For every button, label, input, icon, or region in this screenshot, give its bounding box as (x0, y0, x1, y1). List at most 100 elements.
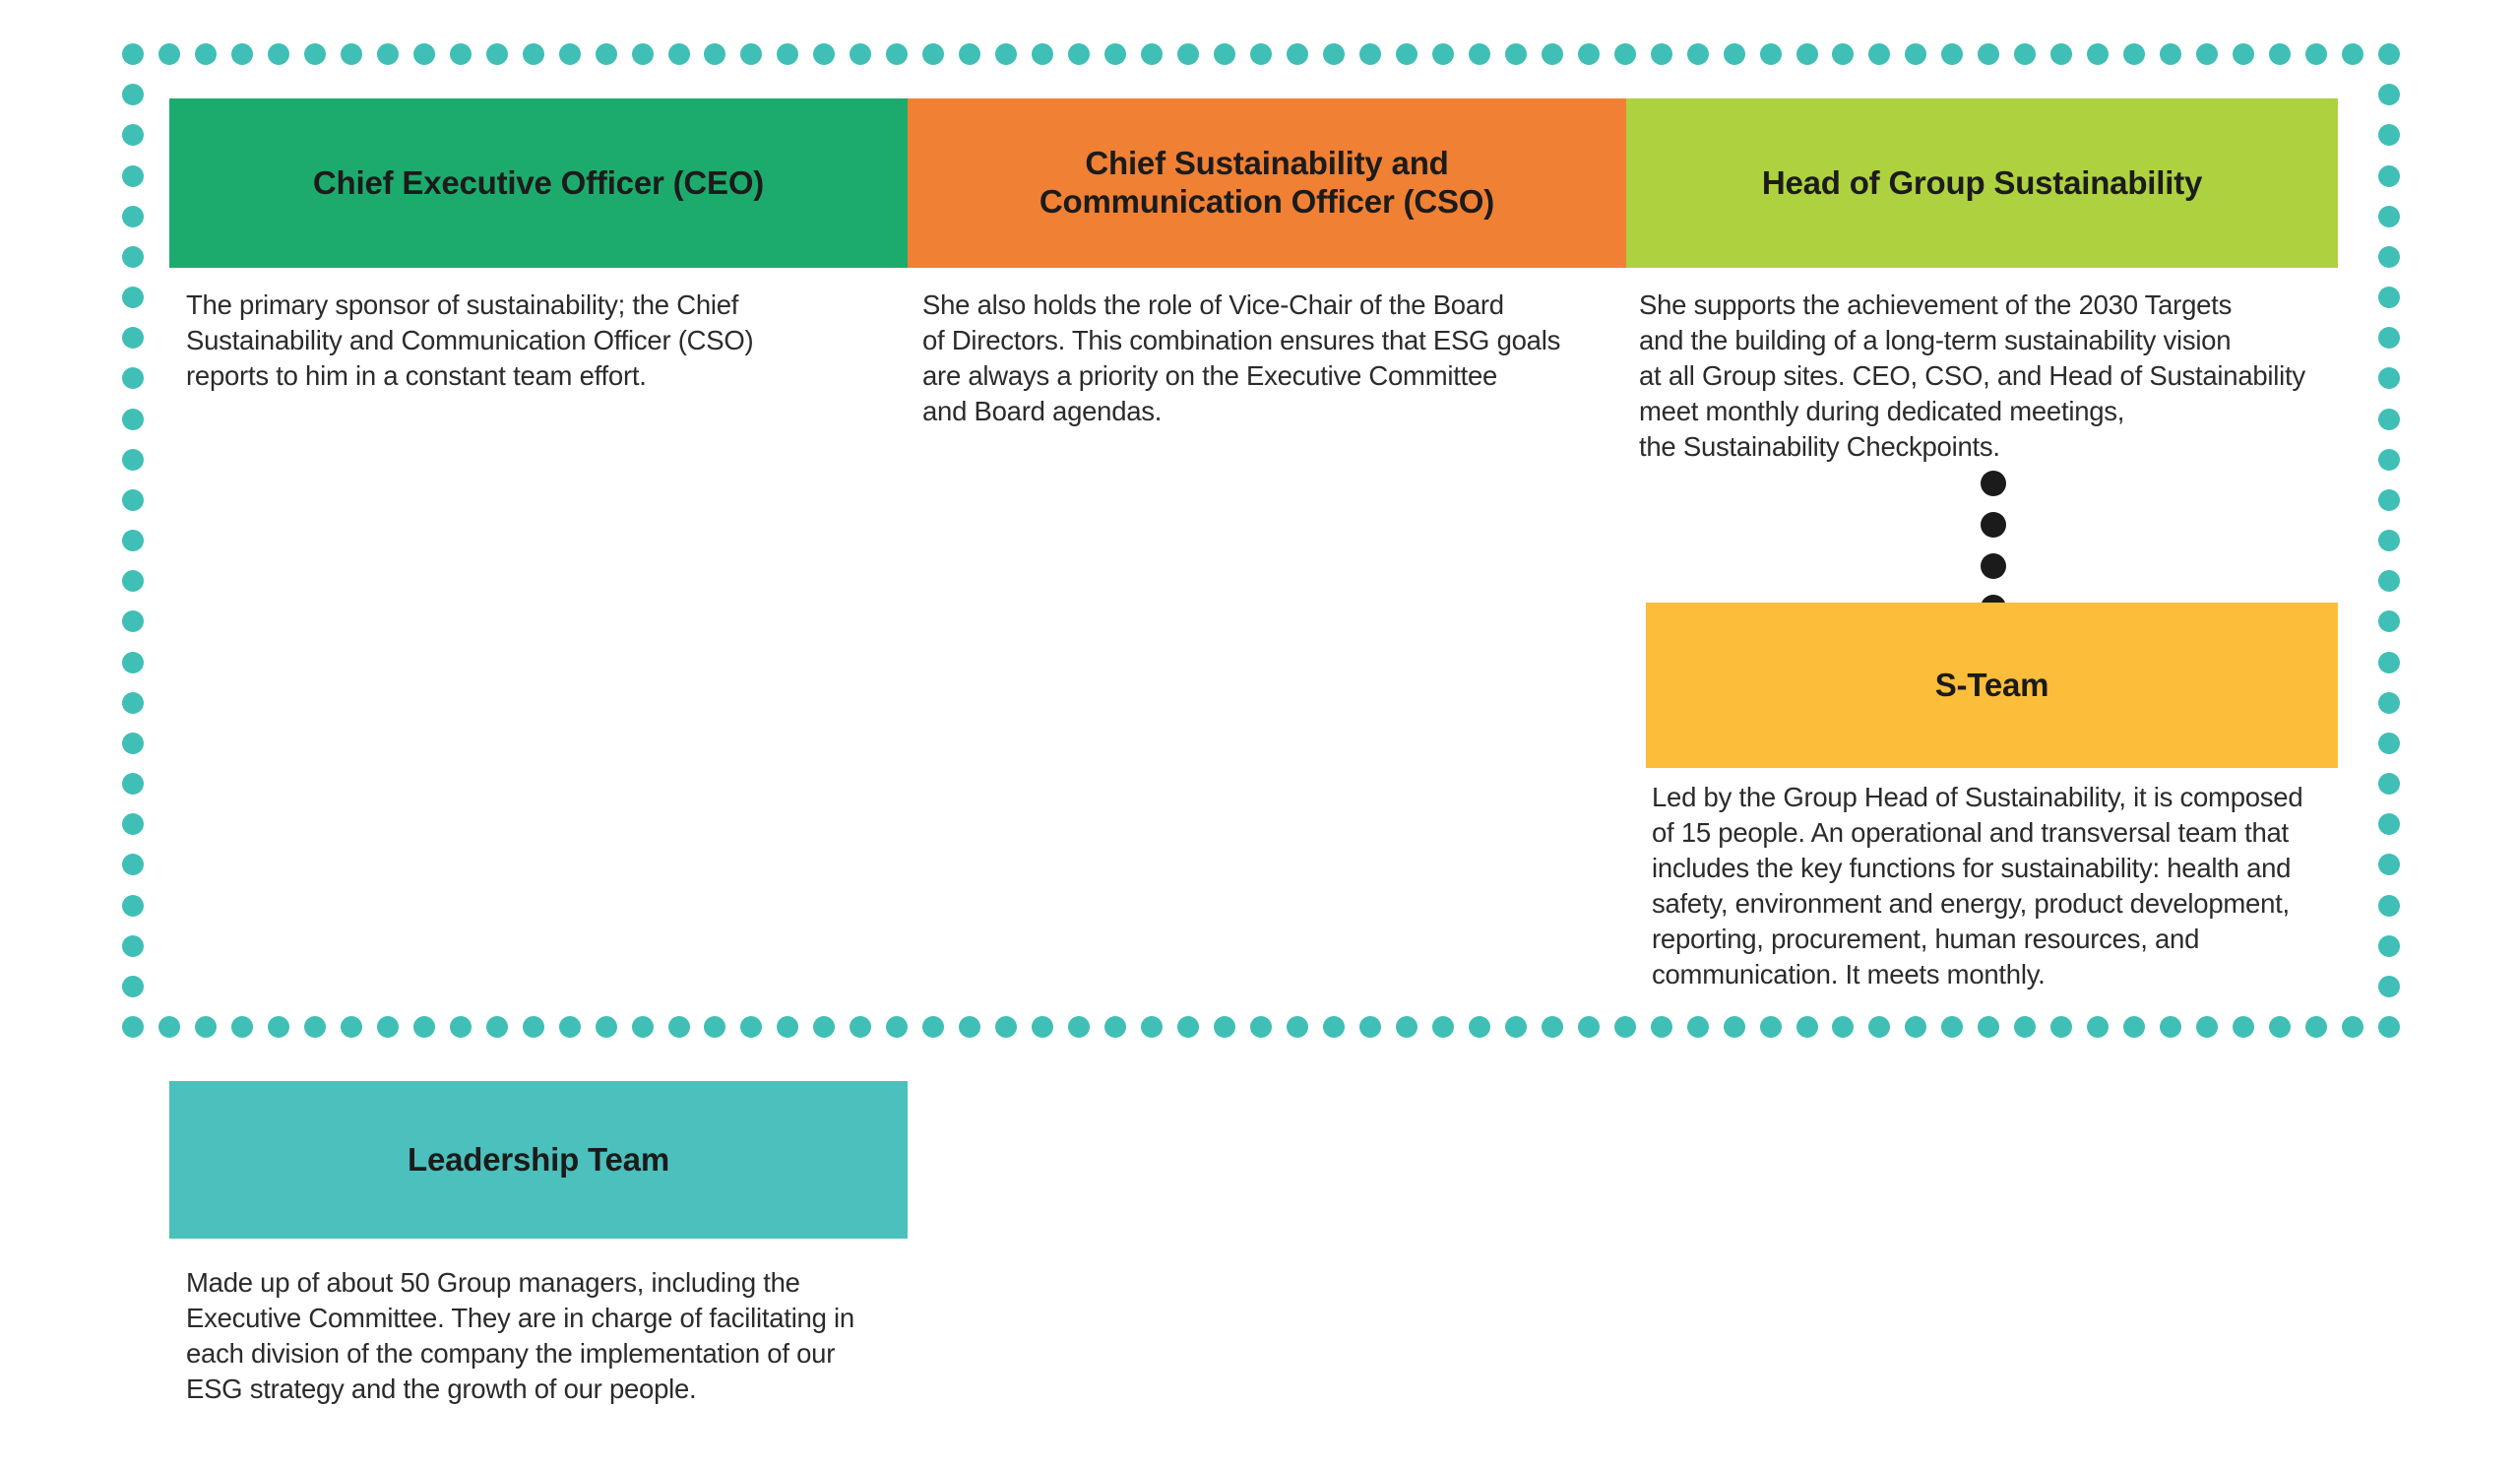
frame-dot-top (1286, 43, 1308, 65)
frame-dot-bottom (1104, 1016, 1127, 1038)
frame-dot-top (194, 43, 217, 65)
frame-dot-right (2378, 245, 2400, 268)
header-box-s-team[interactable]: S-Team (1646, 603, 2338, 768)
header-label-head-of-group-sustainability: Head of Group Sustainability (1761, 163, 2203, 201)
frame-dot-bottom (1068, 1016, 1091, 1038)
frame-dot-bottom (1868, 1016, 1891, 1038)
frame-dot-right (2378, 732, 2400, 754)
frame-dot-top (595, 43, 617, 65)
frame-dot-bottom (158, 1016, 180, 1038)
frame-dot-right (2378, 975, 2400, 997)
frame-dot-bottom (522, 1016, 544, 1038)
frame-dot-bottom (2305, 1016, 2328, 1038)
frame-dot-top (959, 43, 981, 65)
frame-dot-left (122, 934, 144, 957)
frame-dot-bottom (230, 1016, 253, 1038)
frame-dot-left (122, 732, 144, 754)
header-label-leadership-team: Leadership Team (408, 1140, 669, 1178)
frame-dot-bottom (1250, 1016, 1272, 1038)
vertical-dot-connector-icon (1981, 471, 2006, 620)
header-label-ceo: Chief Executive Officer (CEO) (312, 163, 765, 201)
frame-dot-top (1250, 43, 1272, 65)
header-box-leadership-team[interactable]: Leadership Team (169, 1081, 908, 1239)
frame-dot-bottom (2196, 1016, 2219, 1038)
frame-dot-top (1941, 43, 1964, 65)
frame-dot-top (1723, 43, 1745, 65)
frame-dot-left (122, 287, 144, 308)
frame-dot-bottom (1541, 1016, 1563, 1038)
frame-dot-top (813, 43, 836, 65)
frame-dot-right (2378, 651, 2400, 673)
frame-dot-bottom (1978, 1016, 2000, 1038)
frame-dot-bottom (1322, 1016, 1345, 1038)
frame-dot-bottom (995, 1016, 1018, 1038)
header-box-head-of-group-sustainability[interactable]: Head of Group Sustainability (1626, 98, 2338, 268)
frame-dot-bottom (1141, 1016, 1164, 1038)
frame-dot-top (1759, 43, 1782, 65)
frame-dot-bottom (340, 1016, 362, 1038)
frame-dot-top (122, 43, 144, 65)
frame-dot-right (2378, 691, 2400, 714)
frame-dot-bottom (1468, 1016, 1490, 1038)
frame-dot-bottom (1613, 1016, 1636, 1038)
frame-dot-bottom (1941, 1016, 1964, 1038)
frame-dot-bottom (1650, 1016, 1672, 1038)
frame-dot-top (230, 43, 253, 65)
frame-dot-bottom (704, 1016, 726, 1038)
frame-dot-top (1978, 43, 2000, 65)
frame-dot-bottom (886, 1016, 909, 1038)
frame-dot-left (122, 488, 144, 511)
frame-dot-bottom (631, 1016, 654, 1038)
frame-dot-top (2378, 43, 2400, 65)
frame-dot-bottom (595, 1016, 617, 1038)
frame-dot-bottom (2269, 1016, 2292, 1038)
frame-dot-top (1468, 43, 1490, 65)
frame-dot-top (449, 43, 472, 65)
body-text-ceo: The primary sponsor of sustainability; t… (186, 289, 754, 391)
frame-dot-top (740, 43, 763, 65)
frame-dot-top (2014, 43, 2037, 65)
frame-dot-top (1068, 43, 1091, 65)
header-box-ceo[interactable]: Chief Executive Officer (CEO) (169, 98, 908, 268)
frame-dot-top (1431, 43, 1454, 65)
frame-dot-top (886, 43, 909, 65)
frame-dot-left (122, 975, 144, 997)
frame-dot-left (122, 327, 144, 350)
frame-dot-bottom (2123, 1016, 2146, 1038)
frame-dot-top (2233, 43, 2255, 65)
frame-dot-bottom (1358, 1016, 1381, 1038)
frame-dot-left (122, 448, 144, 471)
frame-dot-top (2123, 43, 2146, 65)
frame-dot-top (485, 43, 508, 65)
frame-dot-top (1541, 43, 1563, 65)
frame-dot-top (1577, 43, 1600, 65)
frame-dot-top (412, 43, 435, 65)
frame-dot-top (303, 43, 326, 65)
frame-dot-bottom (1723, 1016, 1745, 1038)
frame-dot-left (122, 124, 144, 147)
frame-dot-right (2378, 894, 2400, 917)
frame-dot-left (122, 164, 144, 187)
frame-dot-bottom (740, 1016, 763, 1038)
frame-dot-left (122, 773, 144, 795)
frame-dot-top (1650, 43, 1672, 65)
frame-dot-bottom (2087, 1016, 2110, 1038)
frame-dot-right (2378, 530, 2400, 551)
frame-dot-top (2269, 43, 2292, 65)
frame-dot-bottom (1832, 1016, 1855, 1038)
frame-dot-bottom (922, 1016, 945, 1038)
frame-dot-top (1905, 43, 1927, 65)
header-box-cso[interactable]: Chief Sustainability and Communication O… (908, 98, 1626, 268)
frame-dot-bottom (777, 1016, 799, 1038)
frame-dot-left (122, 570, 144, 593)
frame-dot-bottom (412, 1016, 435, 1038)
frame-dot-right (2378, 287, 2400, 308)
frame-dot-bottom (2233, 1016, 2255, 1038)
frame-dot-bottom (2050, 1016, 2073, 1038)
frame-dot-top (1504, 43, 1527, 65)
frame-dot-top (777, 43, 799, 65)
frame-dot-left (122, 84, 144, 106)
frame-dot-right (2378, 367, 2400, 390)
header-label-s-team: S-Team (1934, 666, 2049, 703)
